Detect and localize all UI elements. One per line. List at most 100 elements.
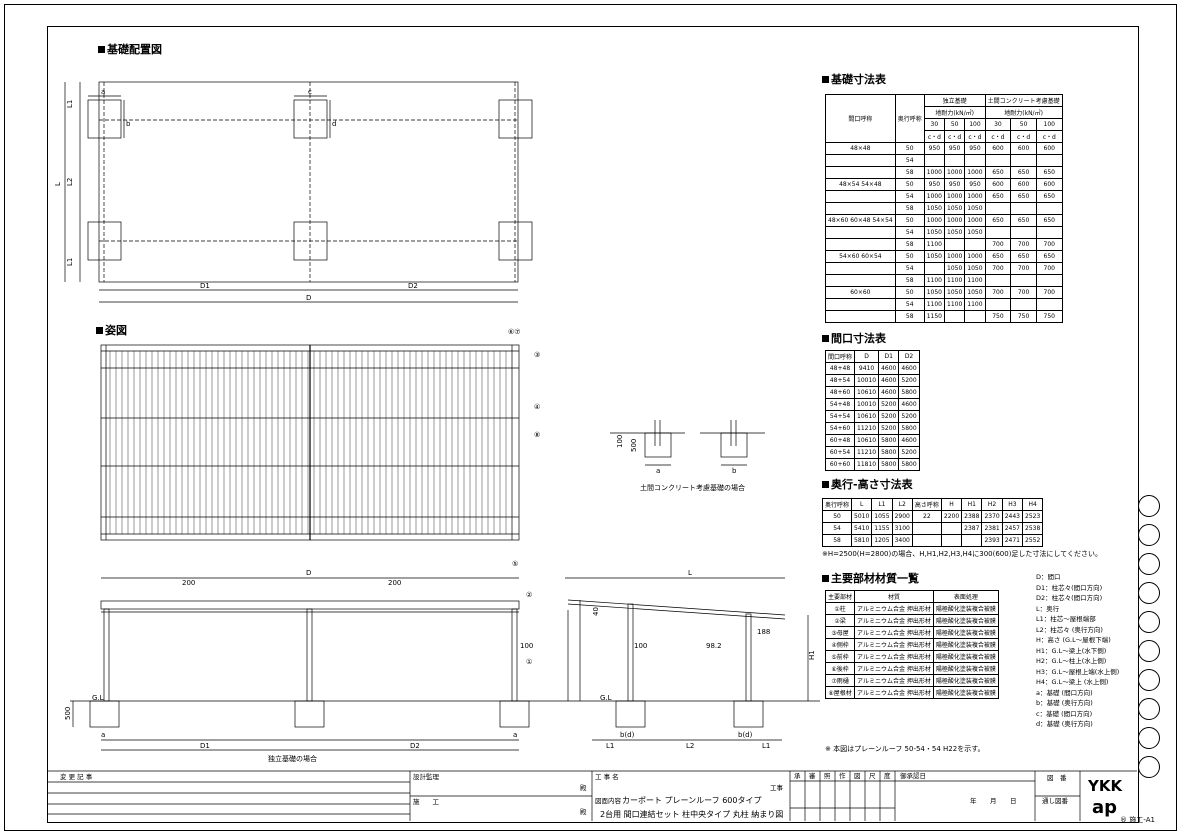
table-cell: 54	[894, 298, 925, 311]
table-row: ①柱アルミニウム合金 押出形材陽極酸化塗装複合被膜	[824, 602, 999, 615]
table-cell: 50	[894, 178, 925, 191]
table-cell: 1050	[923, 286, 946, 299]
table-cell: 9410	[854, 362, 880, 375]
table-cell: 58	[894, 310, 925, 323]
table-cell: 10010	[854, 398, 880, 411]
table-cell: 2552	[1021, 534, 1044, 547]
legend-item: H1：G.L～梁上(水下側)	[1036, 646, 1107, 655]
margin-circles	[1138, 495, 1160, 785]
tb-approval-col: 度	[884, 771, 891, 780]
table-header-cell: L1	[871, 498, 893, 511]
table-cell: 2370	[981, 510, 1003, 523]
table-cell	[1035, 226, 1063, 239]
table-cell: 5410	[851, 522, 873, 535]
table-cell	[984, 154, 1012, 167]
table-cell: 2900	[891, 510, 913, 523]
th-cd: c・d	[944, 130, 966, 143]
table-cell: 54	[821, 522, 853, 535]
table-cell: 5200	[898, 446, 920, 459]
table-cell: 2523	[1021, 510, 1044, 523]
detail-label-a: a	[656, 467, 660, 475]
table-cell: 1150	[923, 310, 946, 323]
tb-year: 年	[970, 796, 977, 805]
tb-change-record: 変 更 記 事	[60, 772, 93, 781]
outer-frame	[4, 4, 1177, 831]
table-cell: 3400	[891, 534, 913, 547]
table-cell	[944, 154, 966, 167]
plan-label-L1b: L1	[66, 258, 74, 266]
table-header-cell: H	[940, 498, 963, 511]
table-header-cell: 主要部材	[824, 590, 856, 603]
table-cell: ⑤前枠	[824, 650, 856, 663]
table-cell	[944, 310, 966, 323]
tb-drawing-no-label: 図 番	[1047, 774, 1067, 782]
table-cell: 5200	[898, 410, 920, 423]
table-cell: アルミニウム合金 押出形材	[854, 602, 934, 615]
table-cell: 650	[1010, 214, 1037, 227]
table-cell: 4600	[878, 386, 900, 399]
table-cell	[825, 226, 896, 239]
table-cell: 750	[1035, 310, 1063, 323]
table-cell: 650	[1010, 166, 1037, 179]
table-cell: 5800	[898, 386, 920, 399]
table-cell: 60+60	[824, 458, 856, 471]
table-cell	[825, 190, 896, 203]
table-cell: 5810	[851, 534, 873, 547]
th-independent: 独立基礎	[923, 94, 986, 107]
table-cell: 58	[894, 166, 925, 179]
plan-outline	[98, 81, 519, 283]
table-header-cell: H4	[1021, 498, 1044, 511]
table-cell: 950	[964, 178, 986, 191]
th-bearing-value: 50	[944, 118, 966, 131]
table-cell: アルミニウム合金 押出形材	[854, 614, 934, 627]
table-cell: 陽極酸化塗装複合被膜	[932, 602, 999, 615]
table-cell: 650	[1035, 214, 1063, 227]
table-header-cell: D	[854, 350, 880, 363]
table-cell	[825, 202, 896, 215]
table-cell	[1035, 154, 1063, 167]
table-cell: 700	[1010, 262, 1037, 275]
legend-item: L2：柱芯々 (奥行方向)	[1036, 625, 1103, 634]
table-cell: 650	[984, 250, 1012, 263]
table-cell: 54+60	[824, 422, 856, 435]
legend-item: H4：G.L～梁上 (水上側)	[1036, 678, 1109, 686]
table-header-cell: H2	[981, 498, 1003, 511]
tb-approval-date-label: 御承認日	[900, 771, 926, 780]
table-cell: 600	[984, 142, 1012, 155]
table-cell: 60+48	[824, 434, 856, 447]
table-cell: 58	[821, 534, 853, 547]
table-cell: 1205	[871, 534, 893, 547]
table-cell: 50	[894, 142, 925, 155]
table-header-cell: 高さ呼称	[911, 498, 942, 511]
legend-item: b：基礎 (奥行方向)	[1036, 699, 1093, 707]
table-cell: 1050	[923, 202, 946, 215]
table-cell	[944, 238, 966, 251]
table-cell: 陽極酸化塗装複合被膜	[932, 614, 999, 627]
table-cell: 1050	[944, 202, 966, 215]
foundation-dims-table: 間口呼称 奥行呼称 独立基礎 土間コンクリート考慮基礎 地耐力(kN/㎡) 地耐…	[825, 94, 1063, 323]
table-header-cell: L	[851, 498, 873, 511]
table-cell: 1050	[944, 226, 966, 239]
table-cell: 2538	[1021, 522, 1044, 535]
tb-month: 月	[990, 797, 997, 805]
table-cell	[1035, 274, 1063, 287]
detail-label-b: b	[732, 467, 737, 475]
table-cell: ⑥後枠	[824, 662, 856, 675]
table-cell: 700	[984, 238, 1012, 251]
table-header-cell: H3	[1001, 498, 1024, 511]
table-cell	[1010, 202, 1037, 215]
detail-caption: 土間コンクリート考慮基礎の場合	[640, 483, 745, 492]
table-cell: 2393	[981, 534, 1003, 547]
table-header-cell: D2	[898, 350, 920, 363]
table-cell: 1000	[944, 190, 966, 203]
